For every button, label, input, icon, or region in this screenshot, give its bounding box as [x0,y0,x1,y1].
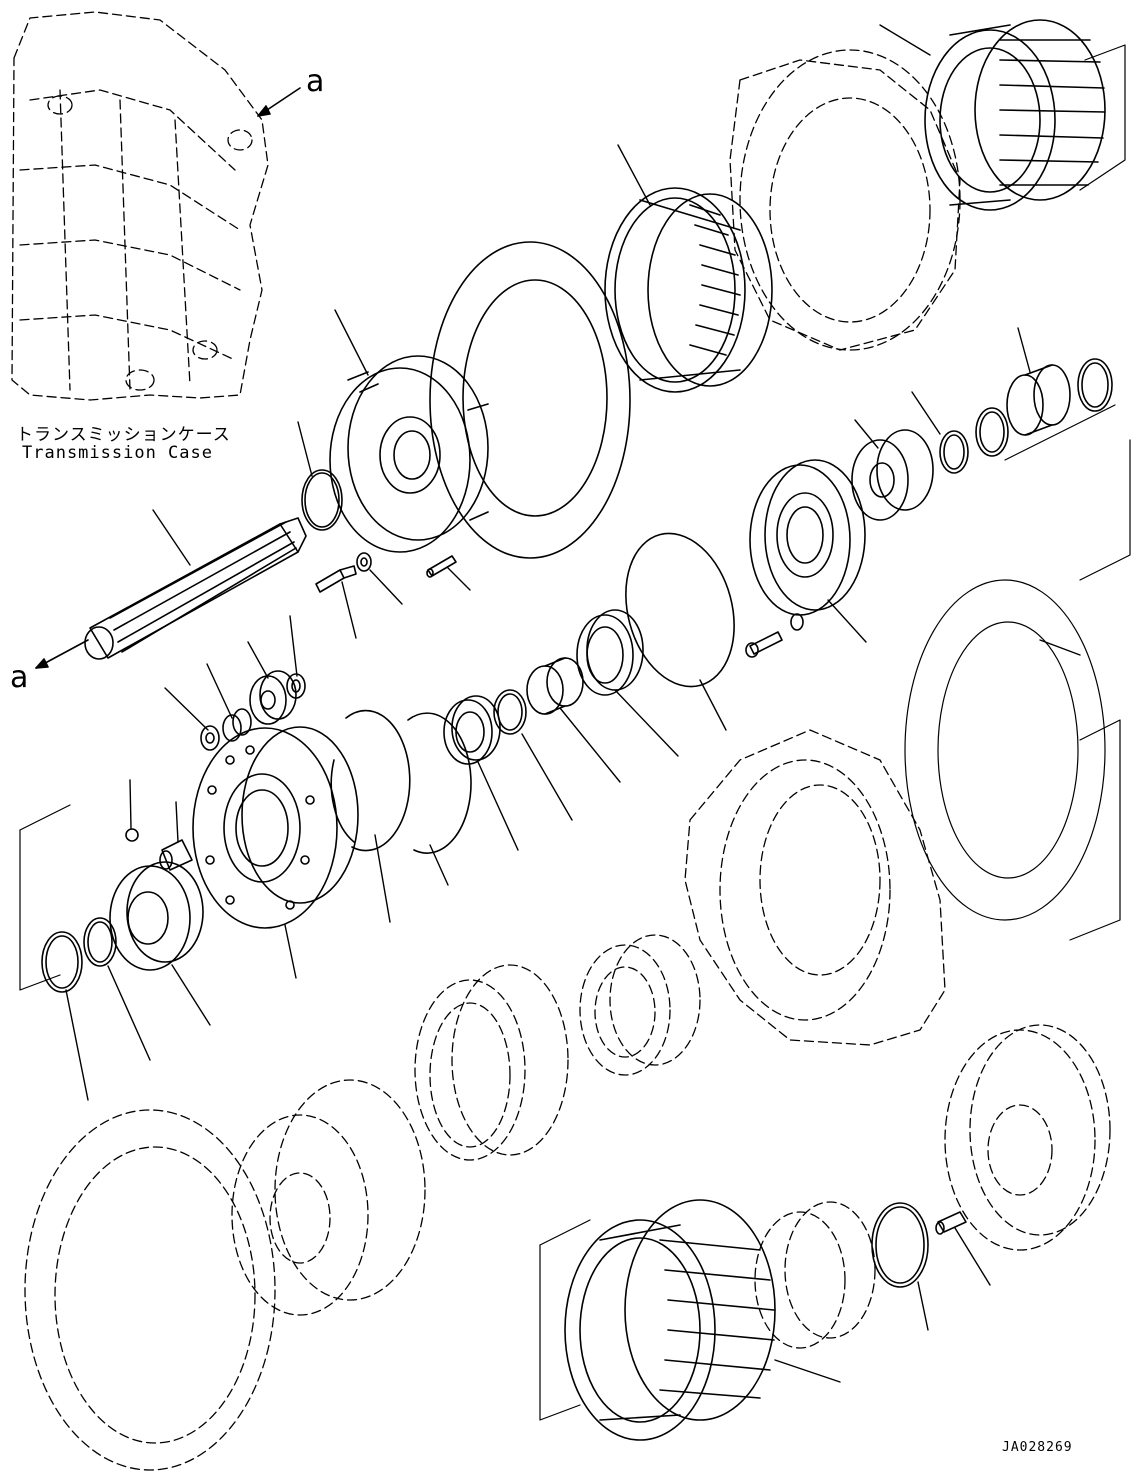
lock-nut [200,725,220,751]
clutch-hub-lower-phantom [754,1201,876,1349]
bearing-cylindrical [1006,364,1071,436]
ring-gear-phantom [414,964,569,1161]
pin [426,555,457,578]
callout-letter-lower: a [10,660,29,695]
housing-lower-phantom [24,1109,276,1471]
bolt-right [745,613,804,658]
planet-gear [249,670,297,725]
seal-ring-split-2 [407,712,472,854]
snap-ring-right-2 [975,407,1009,457]
seal-ring [443,695,501,765]
clutch-pack-upper [924,19,1106,211]
transmission-case-label-english: Transmission Case [22,443,213,463]
needle-bearing [526,657,584,715]
housing-plate [429,241,631,559]
leader-lines [65,24,1081,1383]
ring-gear-carrier-upper [329,355,489,553]
carrier-right-phantom [944,1024,1111,1251]
center-housing-phantom [684,729,946,1046]
clutch-hub-phantom [579,934,701,1076]
snap-ring-right-3 [939,430,969,474]
needle-bearing-small [222,708,252,742]
clutch-drum-lower [564,1199,776,1441]
clutch-drum-upper [604,187,773,393]
o-ring-large [625,532,735,688]
seal-ring-split-1 [330,709,411,852]
planet-carrier [192,726,359,929]
input-shaft [84,517,307,660]
document-number: JA028269 [1002,1440,1073,1455]
sun-gear [109,861,204,971]
ball [125,828,139,842]
housing-plate-large [904,579,1106,921]
callout-arrow-lower [35,639,89,669]
group-brackets [19,44,1131,1421]
snap-ring-left-2 [41,931,83,993]
snap-ring-left-1 [83,917,117,967]
callout-letter-upper: a [306,64,325,99]
gear-hub-right [851,429,934,521]
callout-arrow-upper [257,87,301,117]
transmission-case [11,11,269,401]
bearing-race [576,609,644,696]
pin-lower [935,1211,967,1235]
snap-ring-mid [493,689,527,735]
bearing-carrier-plate [749,459,866,616]
shaft-pin [159,839,193,871]
housing-upper-phantom [729,49,961,351]
thrust-washer [286,673,306,699]
snap-ring-right-1 [1077,358,1113,412]
washer-small [356,552,372,572]
bolt [315,565,357,593]
transmission-case-label-japanese: トランスミッションケース [16,425,231,445]
snap-ring-lower [871,1202,929,1288]
carrier-lower-phantom [231,1079,426,1316]
snap-ring-small [301,469,343,531]
